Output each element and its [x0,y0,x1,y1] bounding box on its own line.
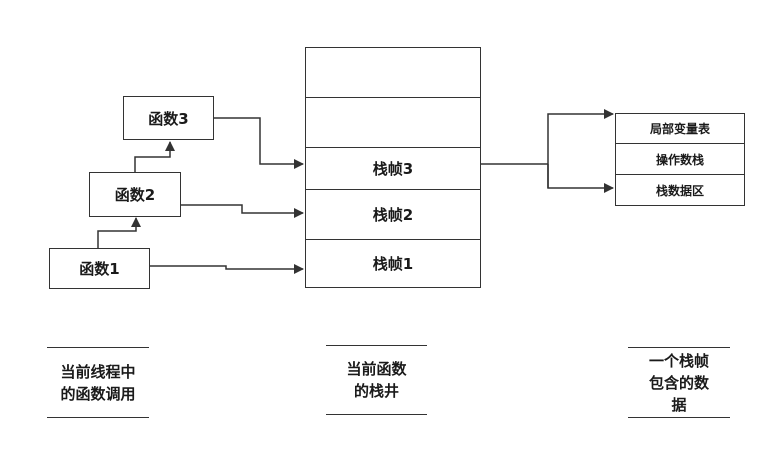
stack-frame-1: 栈帧1 [306,240,480,287]
arrow-to-stack-data [547,164,614,193]
function-1-label: 函数1 [79,260,120,278]
function-3-box: 函数3 [123,96,214,140]
stack-slot-empty-top [306,48,480,98]
caption-current-thread-calls: 当前线程中 的函数调用 [47,347,149,418]
arrow-f1-to-f2 [97,217,141,249]
arrow-f1-to-frame1 [150,264,304,274]
function-1-box: 函数1 [49,248,150,289]
arrow-to-local-vars [547,109,614,188]
arrow-f2-to-f3 [134,141,175,173]
stack-frame-3-label: 栈帧3 [372,160,414,178]
function-2-box: 函数2 [89,172,181,217]
arrow-f3-to-frame3 [213,117,304,169]
function-3-label: 函数3 [148,109,189,128]
function-stack: 栈帧3 栈帧2 栈帧1 [305,47,481,288]
function-2-label: 函数2 [114,186,156,204]
stack-frame-2-label: 栈帧2 [372,206,414,224]
local-variable-table: 局部变量表 [616,114,744,144]
frame-contents-box: 局部变量表 操作数栈 栈数据区 [615,113,745,206]
caption-frame-contents: 一个栈帧 包含的数 据 [628,347,730,418]
stack-data-area: 栈数据区 [655,183,704,198]
stack-frame-3: 栈帧3 [306,148,480,190]
arrow-f2-to-frame2 [180,204,304,218]
stack-frame-1-label: 栈帧1 [372,255,414,273]
operand-stack: 操作数栈 [616,144,744,175]
stack-frame-2: 栈帧2 [306,190,480,240]
caption-current-function-stack: 当前函数 的栈井 [326,345,427,415]
stack-slot-empty [306,98,480,148]
